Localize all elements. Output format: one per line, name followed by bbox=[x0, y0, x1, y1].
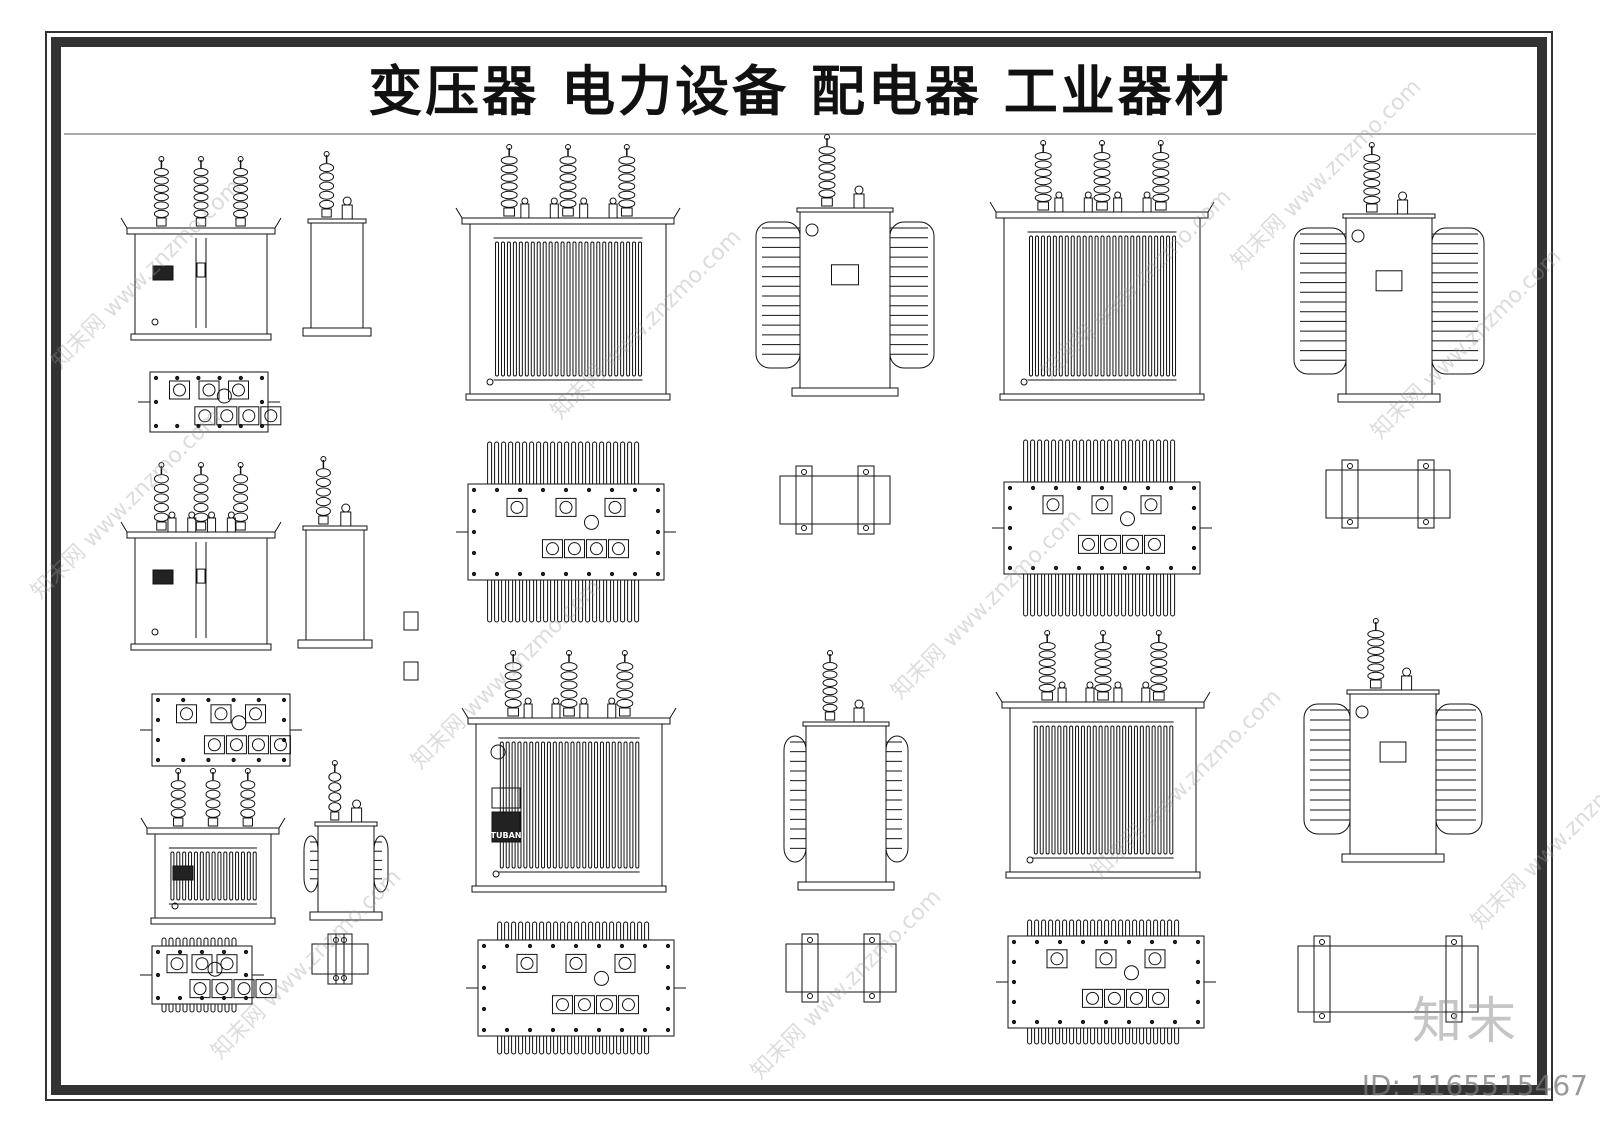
image-id: ID: 1165515467 bbox=[1361, 1069, 1588, 1102]
side-transformer-2 bbox=[783, 650, 909, 891]
pole-transformer-side-3 bbox=[303, 760, 389, 921]
bushing bbox=[618, 144, 636, 217]
watermark-layer: 知末网 www.znzmo.com 知末网 www.znzmo.com 知末网 ww… bbox=[27, 74, 1600, 1084]
bushing bbox=[818, 134, 836, 207]
bushing bbox=[328, 760, 342, 821]
bushing bbox=[1152, 140, 1170, 211]
bushing bbox=[1038, 630, 1056, 701]
bushing bbox=[1367, 618, 1385, 689]
bushing bbox=[500, 144, 518, 217]
bushing bbox=[153, 156, 169, 227]
pole-transformer-side-2 bbox=[297, 456, 373, 649]
page-title: 变压器 电力设备 配电器 工业器材 bbox=[368, 60, 1232, 123]
base-view-1 bbox=[779, 465, 891, 535]
large-transformer-front-2 bbox=[461, 650, 677, 893]
pole-transformer-side-1 bbox=[302, 151, 372, 337]
large-transformer-top-2 bbox=[466, 921, 686, 1055]
base-view-4 bbox=[1297, 935, 1479, 1023]
transformer-figures: TUBAN bbox=[120, 134, 1485, 1055]
bushing bbox=[193, 462, 209, 531]
inner-frame bbox=[51, 37, 1547, 1095]
base-view-3 bbox=[1325, 459, 1451, 529]
bushing bbox=[616, 650, 634, 717]
watermark-text: 知末网 www.znzmo.com bbox=[47, 174, 247, 374]
side-transformer-1 bbox=[755, 134, 935, 397]
side-transformer-3 bbox=[1293, 142, 1485, 403]
large-transformer-top-1 bbox=[456, 441, 676, 623]
large-transformer-top-4 bbox=[996, 919, 1216, 1045]
bushing bbox=[1093, 140, 1111, 211]
bushing bbox=[319, 151, 335, 218]
pole-transformer-top-3 bbox=[140, 937, 277, 1013]
outer-frame bbox=[45, 31, 1553, 1101]
bushing bbox=[1363, 142, 1381, 213]
large-transformer-top-3 bbox=[992, 439, 1212, 617]
bushing bbox=[153, 462, 169, 531]
watermark-logo: 知末 bbox=[1412, 992, 1520, 1050]
bushing bbox=[315, 456, 331, 525]
large-transformer-front-4 bbox=[995, 630, 1211, 879]
base-view-small bbox=[311, 933, 369, 985]
watermark-text: 知末网 www.znzmo.com bbox=[747, 884, 947, 1084]
bushing bbox=[205, 768, 221, 827]
bushing bbox=[1094, 630, 1112, 701]
watermark-text: 知末网 www.znzmo.com bbox=[1367, 244, 1567, 444]
pole-transformer-top-1 bbox=[138, 371, 282, 433]
tuban-brand-text: TUBAN bbox=[491, 831, 522, 840]
clip-symbols bbox=[403, 611, 419, 681]
bushing bbox=[559, 144, 577, 217]
watermark-text: 知末网 www.znzmo.com bbox=[887, 504, 1087, 704]
bushing bbox=[193, 156, 209, 227]
base-view-2 bbox=[785, 933, 897, 1003]
bushing bbox=[1150, 630, 1168, 701]
pole-transformer-top-2 bbox=[140, 693, 302, 767]
bushing bbox=[560, 650, 578, 717]
bushing bbox=[1034, 140, 1052, 211]
tuban-label: TUBAN bbox=[491, 831, 522, 840]
large-transformer-front-1 bbox=[455, 144, 681, 401]
pole-transformer-front-2 bbox=[120, 462, 282, 651]
bushing bbox=[233, 156, 249, 227]
bushing bbox=[233, 462, 249, 531]
large-transformer-front-3 bbox=[989, 140, 1215, 401]
bushing bbox=[240, 768, 256, 827]
watermark-text: 知末网 www.znzmo.com bbox=[1467, 734, 1600, 934]
side-transformer-4 bbox=[1303, 618, 1483, 863]
bushing bbox=[170, 768, 186, 827]
bushing bbox=[504, 650, 522, 717]
bushing bbox=[822, 650, 838, 721]
pole-transformer-front-1 bbox=[120, 156, 282, 341]
pole-transformer-front-3 bbox=[140, 768, 286, 925]
